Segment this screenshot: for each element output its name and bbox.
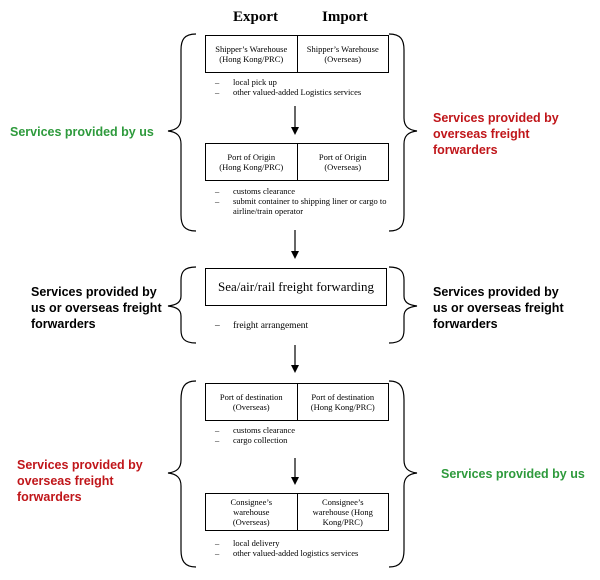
consignee-warehouse-hk: Consignee’s warehouse (Hong Kong/PRC) (296, 494, 389, 530)
port-of-origin-overseas: Port of Origin (Overseas) (296, 144, 389, 180)
list-item: cargo collection (215, 435, 390, 445)
stage1-right-label: Services provided by overseas freight fo… (433, 111, 559, 157)
stage3-left-brace (167, 380, 197, 568)
shippers-warehouse-overseas: Shipper’s Warehouse (Overseas) (296, 36, 389, 72)
arrow-1-head (291, 127, 299, 135)
stage1-left-label: Services provided by us (10, 125, 154, 139)
port-of-origin-box: Port of Origin (Hong Kong/PRC) Port of O… (205, 143, 389, 181)
export-header: Export (233, 9, 278, 25)
arrow-4-head (291, 477, 299, 485)
arrow-2-head (291, 251, 299, 259)
freight-forwarding-label: Sea/air/rail freight forwarding (218, 279, 374, 294)
stage3-right-label: Services provided by us (441, 467, 585, 481)
list-item: local pick up (215, 77, 395, 87)
port-of-destination-hk: Port of destination (Hong Kong/PRC) (296, 384, 389, 420)
stage3-right-brace (388, 380, 418, 568)
list-item: freight arrangement (215, 321, 390, 331)
shippers-warehouse-box: Shipper’s Warehouse (Hong Kong/PRC) Ship… (205, 35, 389, 73)
stage2-right-label: Services provided by us or overseas frei… (433, 285, 564, 331)
list-item: submit container to shipping liner or ca… (215, 196, 390, 216)
list-item: other valued-added logistics services (215, 548, 390, 558)
stage3-left-label: Services provided by overseas freight fo… (17, 458, 143, 504)
list-item: local delivery (215, 538, 390, 548)
consignee-warehouse-box: Consignee’s warehouse (Overseas) Consign… (205, 493, 389, 531)
stage2-left-brace (167, 266, 197, 344)
stage2-left-label: Services provided by us or overseas frei… (31, 285, 162, 331)
stage1-bullets-1: local pick up other valued-added Logisti… (215, 77, 395, 97)
stage3-bullets-2: local delivery other valued-added logist… (215, 538, 390, 558)
arrow-3-head (291, 365, 299, 373)
shippers-warehouse-hk: Shipper’s Warehouse (Hong Kong/PRC) (215, 44, 288, 64)
stage3-bullets-1: customs clearance cargo collection (215, 425, 390, 445)
stage2-right-brace (388, 266, 418, 344)
stage1-bullets-2: customs clearance submit container to sh… (215, 186, 390, 216)
list-item: customs clearance (215, 186, 390, 196)
list-item: customs clearance (215, 425, 390, 435)
list-item: other valued-added Logistics services (215, 87, 395, 97)
consignee-warehouse-overseas: Consignee’s warehouse (Overseas) (230, 497, 273, 527)
import-header: Import (322, 9, 368, 25)
freight-forwarding-box: Sea/air/rail freight forwarding (205, 268, 387, 306)
port-of-destination-box: Port of destination (Overseas) Port of d… (205, 383, 389, 421)
port-of-destination-overseas: Port of destination (Overseas) (219, 392, 283, 412)
stage2-bullets: freight arrangement (215, 321, 390, 331)
stage1-left-brace (167, 33, 197, 232)
stage1-right-brace (388, 33, 418, 232)
port-of-origin-hk: Port of Origin (Hong Kong/PRC) (219, 152, 284, 172)
